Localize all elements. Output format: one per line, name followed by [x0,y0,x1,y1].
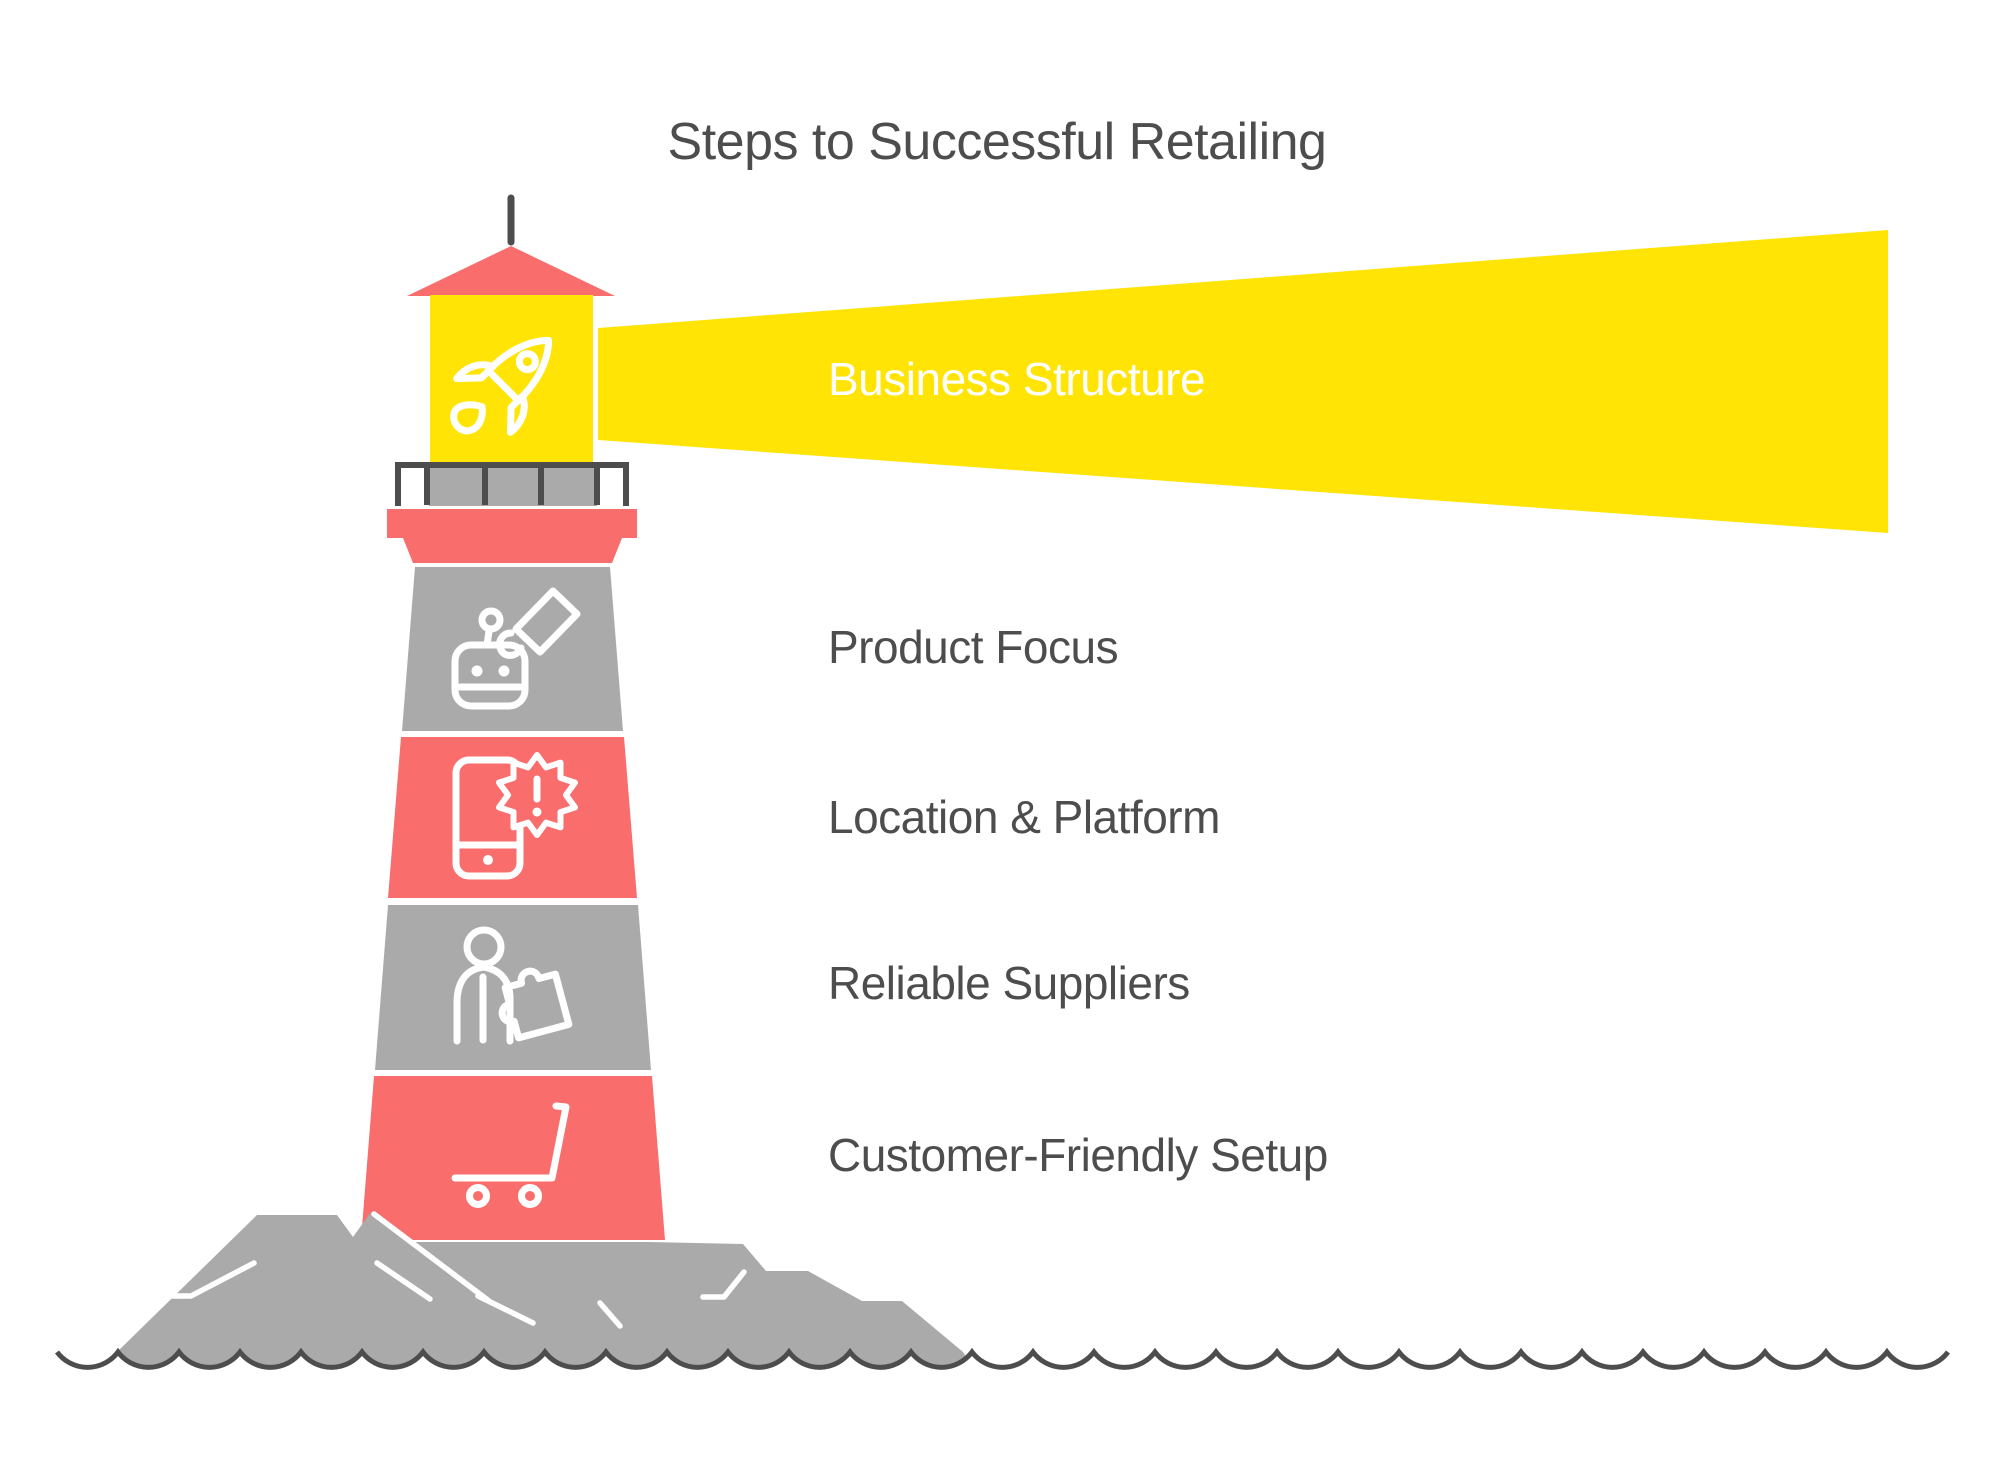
light-beam [598,230,1888,533]
waves [54,1347,1951,1370]
step-label-location-platform: Location & Platform [828,791,1220,843]
step-label-reliable-suppliers: Reliable Suppliers [828,957,1190,1009]
water-mask [57,1352,1948,1482]
step-label-business-structure: Business Structure [828,353,1206,405]
gallery-floor [387,509,637,538]
page-title: Steps to Successful Retailing [667,113,1327,171]
phone-alert-icon [452,752,578,880]
lantern-roof [407,246,615,296]
rocket-icon [450,336,553,436]
gallery-panel [429,467,597,506]
person-puzzle-icon [453,926,573,1045]
rock-crevices [154,1211,747,1329]
watch-room [403,538,622,563]
step-label-product-focus: Product Focus [828,621,1119,673]
robot-megaphone-icon [451,587,581,710]
shopping-cart-icon [451,1102,570,1208]
step-label-customer-friendly-setup: Customer-Friendly Setup [828,1129,1328,1181]
gallery-railing [395,462,629,506]
rocks [105,1212,975,1371]
tower-segment-customer-friendly [361,1076,665,1240]
